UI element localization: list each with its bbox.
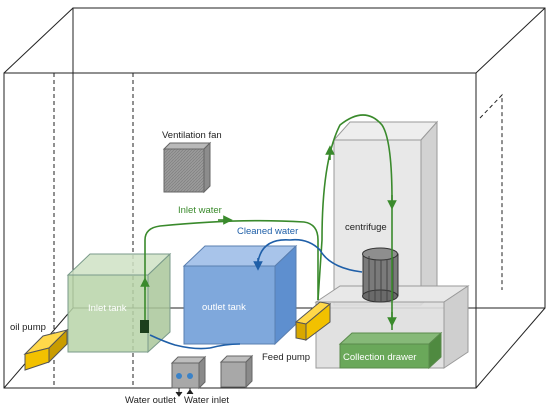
ventilation-fan-label: Ventilation fan [162, 130, 222, 141]
ventilation-fan [162, 141, 212, 194]
water-outlet-label: Water outlet [125, 395, 176, 406]
inlet-tank-label: Inlet tank [88, 303, 127, 314]
centrifuge-housing [332, 120, 439, 307]
water-inlet-box [219, 354, 254, 389]
cleaned-water-label: Cleaned water [237, 226, 298, 237]
water-inlet-label: Water inlet [184, 395, 229, 406]
outlet-tank-label: outlet tank [202, 302, 246, 313]
oil-pump-label: oil pump [10, 322, 46, 333]
collection-drawer-label: Collection drawer [343, 352, 416, 363]
inlet-water-pipe [140, 114, 397, 330]
water-outlet-box [170, 355, 207, 390]
collection-drawer [338, 331, 443, 370]
oil-pump [23, 328, 69, 371]
water-port-arrows [175, 388, 194, 397]
back-door-outline [479, 93, 503, 290]
feed-pump [294, 301, 332, 341]
cleaned-water-pipe [149, 238, 363, 350]
outlet-tank [182, 244, 298, 346]
feed-pump-label: Feed pump [262, 352, 310, 363]
container-front-face [3, 72, 477, 389]
centrifuge-label: centrifuge [345, 222, 387, 233]
inlet-tank-connector [140, 320, 149, 333]
container-back-face [72, 7, 546, 309]
inlet-water-label: Inlet water [178, 205, 222, 216]
